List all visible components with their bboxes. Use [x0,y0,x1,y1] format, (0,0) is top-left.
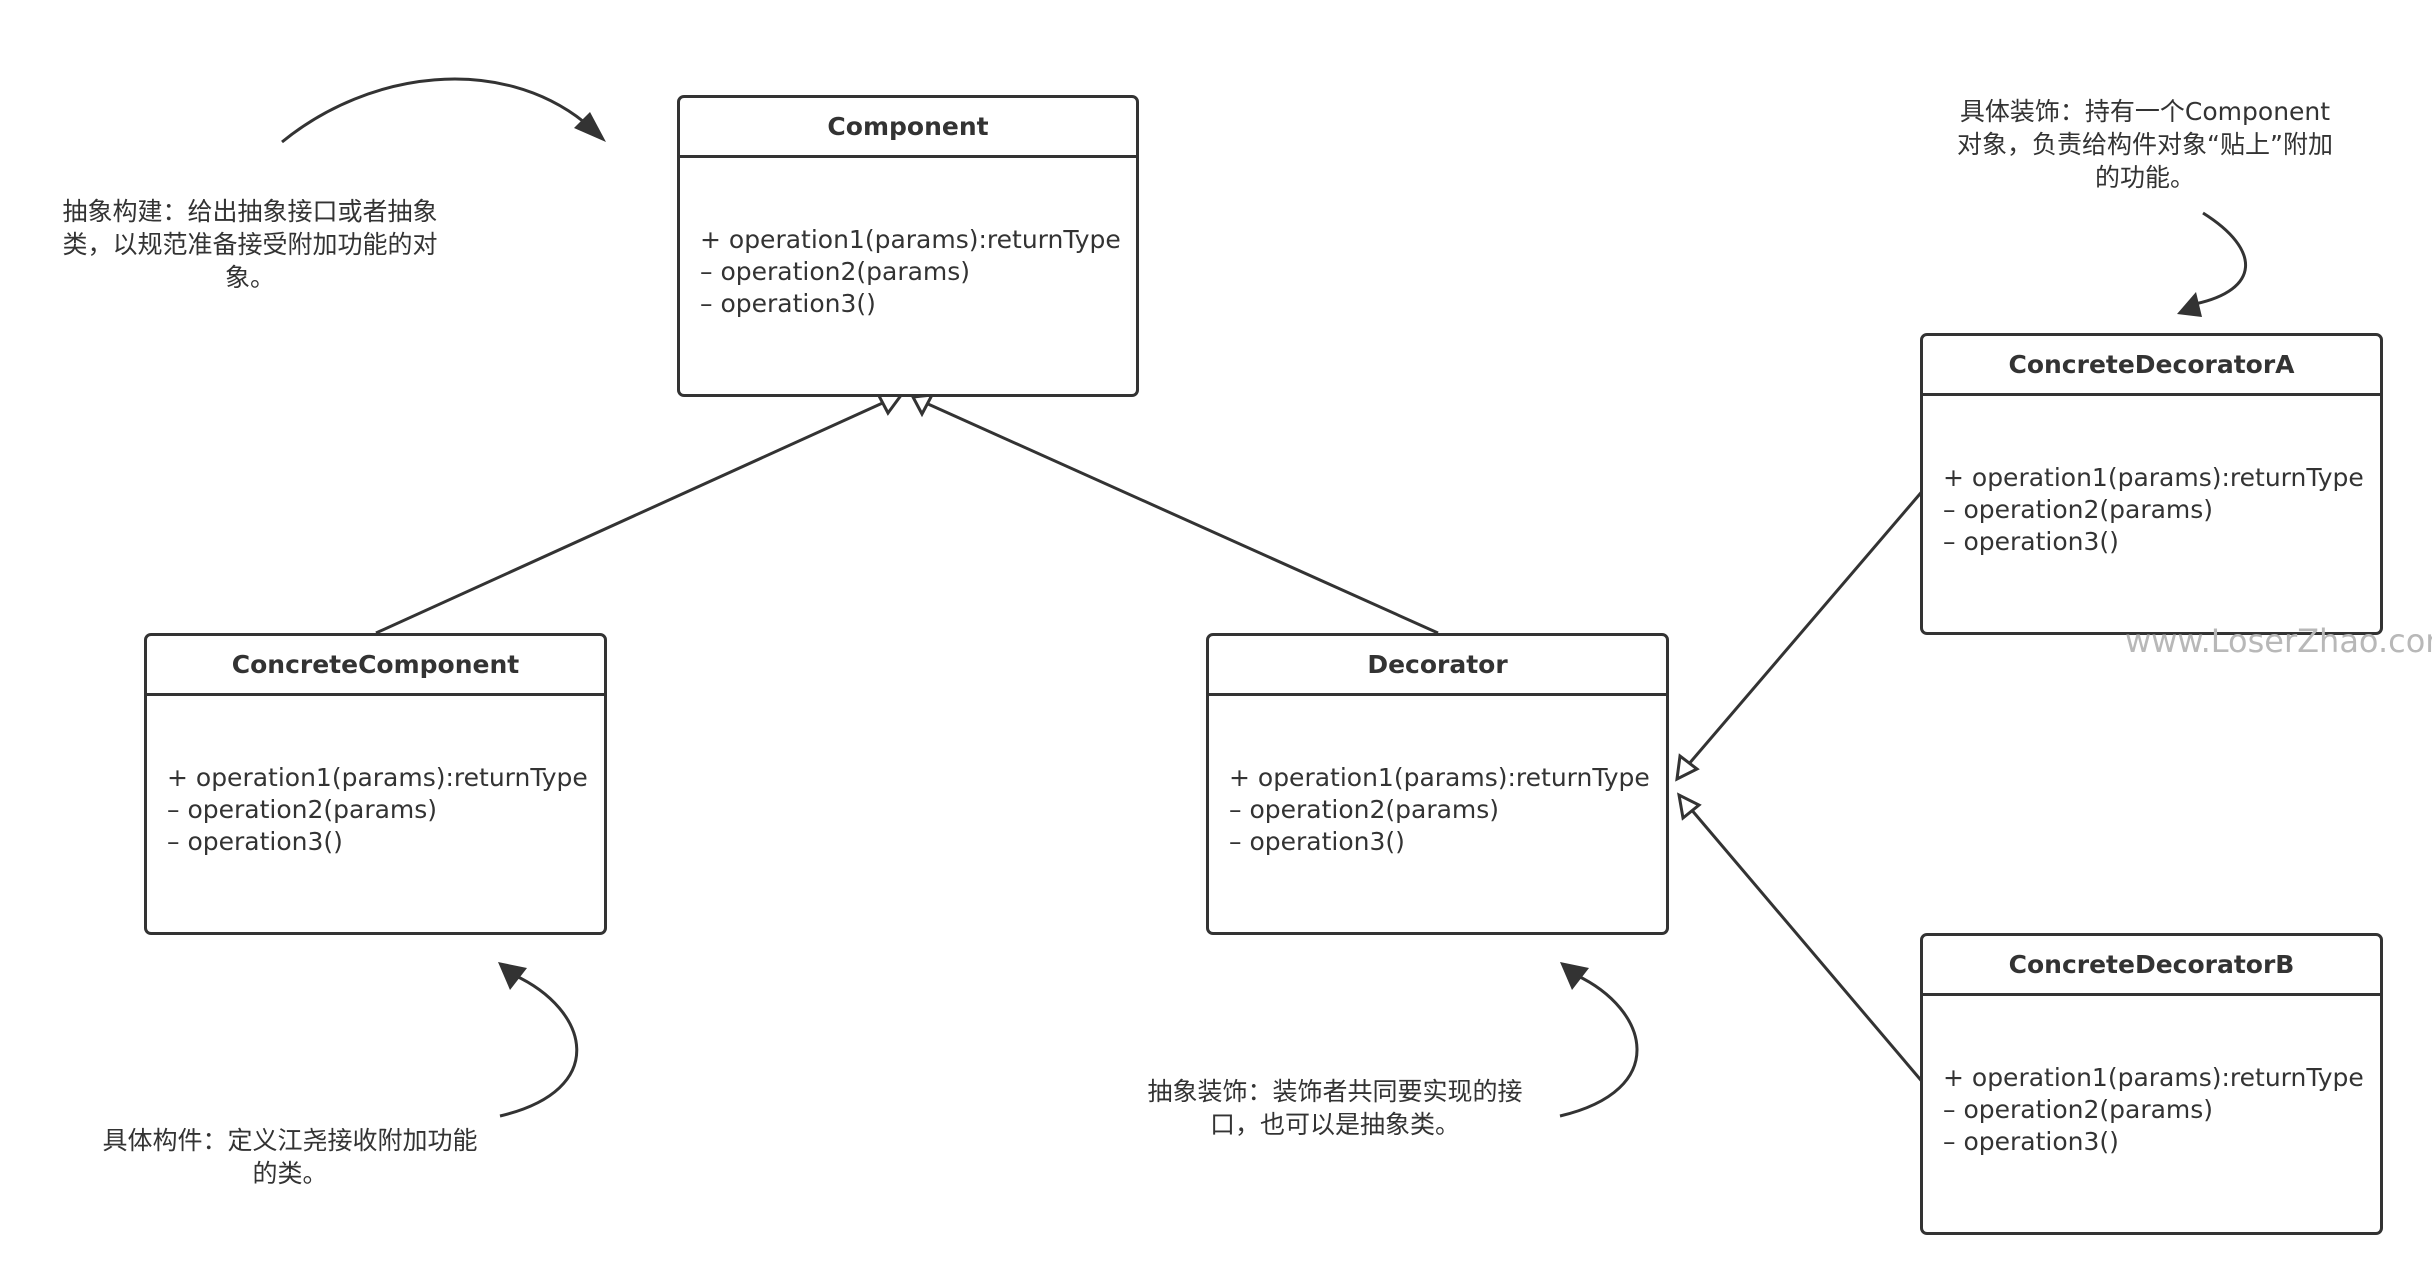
method-item: – operation3() [1229,827,1405,856]
note-line: 象。 [224,263,275,292]
note-line: 抽象构建：给出抽象接口或者抽象 [62,197,438,226]
class-title: ConcreteDecoratorA [1923,336,2380,396]
inheritance-concretecomponent-to-component [375,392,905,635]
method-item: – operation3() [700,289,876,318]
watermark: www.LoserZhao.com [2125,622,2432,660]
method-item: + operation1(params):returnType [700,225,1121,254]
method-list: + operation1(params):returnType – operat… [680,158,1136,320]
method-item: – operation2(params) [1229,795,1500,824]
note-line: 口，也可以是抽象类。 [1209,1110,1460,1139]
note-component: 抽象构建：给出抽象接口或者抽象 类，以规范准备接受附加功能的对 象。 [40,195,460,294]
note-line: 抽象装饰：装饰者共同要实现的接 [1147,1077,1523,1106]
arrowhead-icon [574,112,606,142]
inheritance-decoratora-to-decorator [1675,487,1927,782]
class-concretecomponent[interactable]: ConcreteComponent + operation1(params):r… [144,633,607,935]
method-item: – operation3() [1943,1127,2119,1156]
method-list: + operation1(params):returnType – operat… [147,696,604,858]
inheritance-decoratorb-to-decorator [1677,792,1927,1086]
note-line: 的功能。 [2094,163,2195,192]
class-component[interactable]: Component + operation1(params):returnTyp… [677,95,1139,397]
class-concretedecoratorb[interactable]: ConcreteDecoratorB + operation1(params):… [1920,933,2383,1235]
method-list: + operation1(params):returnType – operat… [1209,696,1666,858]
class-concretedecoratora[interactable]: ConcreteDecoratorA + operation1(params):… [1920,333,2383,635]
arrowhead-icon [1560,962,1589,990]
class-title: ConcreteDecoratorB [1923,936,2380,996]
class-title: ConcreteComponent [147,636,604,696]
class-title: Component [680,98,1136,158]
class-decorator[interactable]: Decorator + operation1(params):returnTyp… [1206,633,1669,935]
method-list: + operation1(params):returnType – operat… [1923,396,2380,558]
method-item: + operation1(params):returnType [167,763,588,792]
method-item: + operation1(params):returnType [1943,463,2364,492]
method-item: – operation2(params) [1943,1095,2214,1124]
method-item: + operation1(params):returnType [1229,763,1650,792]
note-concretedecorator: 具体装饰：持有一个Component 对象，负责给构件对象“贴上”附加 的功能。 [1935,95,2355,194]
note-line: 的类。 [252,1159,328,1188]
class-title: Decorator [1209,636,1666,696]
method-item: – operation2(params) [1943,495,2214,524]
inheritance-arrowhead-icon [1675,753,1700,782]
annotation-arrow-concretedecorator [2177,211,2247,317]
method-item: – operation2(params) [700,257,971,286]
inheritance-arrowhead-icon [1677,792,1702,821]
method-item: – operation3() [1943,527,2119,556]
note-line: 对象，负责给构件对象“贴上”附加 [1957,130,2333,159]
note-concretecomponent: 具体构件：定义江尧接收附加功能 的类。 [80,1124,500,1190]
note-line: 类，以规范准备接受附加功能的对 [62,230,438,259]
note-decorator: 抽象装饰：装饰者共同要实现的接 口，也可以是抽象类。 [1125,1075,1545,1141]
method-item: + operation1(params):returnType [1943,1063,2364,1092]
arrowhead-icon [2177,292,2202,317]
note-line: 具体装饰：持有一个Component [1959,97,2331,126]
method-list: + operation1(params):returnType – operat… [1923,996,2380,1158]
method-item: – operation3() [167,827,343,856]
annotation-arrow-decorator [1559,962,1639,1118]
arrowhead-icon [498,962,527,990]
annotation-arrow-component [281,77,606,144]
inheritance-decorator-to-component [910,393,1439,635]
annotation-arrow-concretecomponent [498,962,579,1118]
note-line: 具体构件：定义江尧接收附加功能 [102,1126,478,1155]
method-item: – operation2(params) [167,795,438,824]
